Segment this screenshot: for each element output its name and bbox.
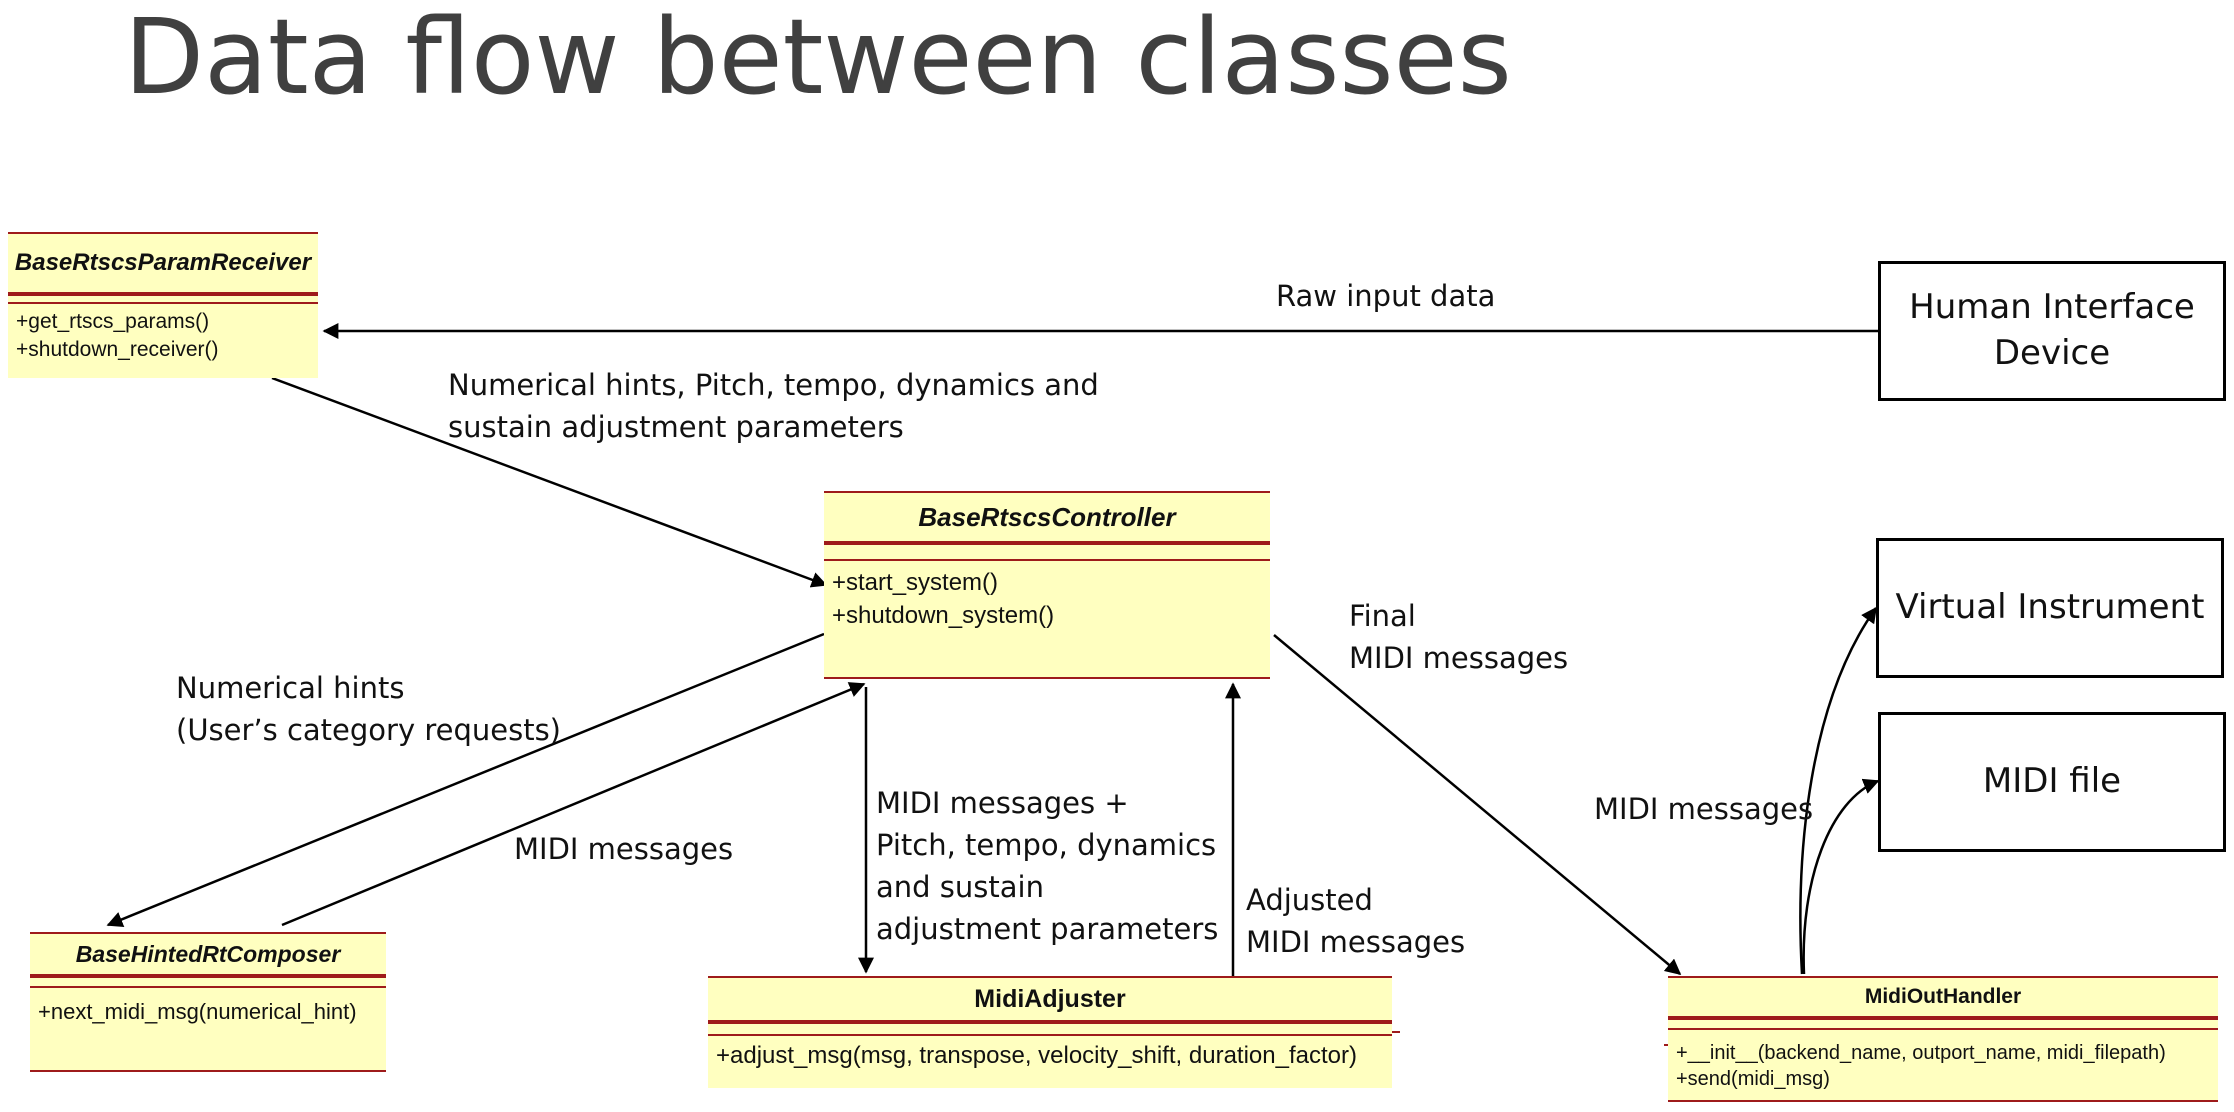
class-controller: BaseRtscsController +start_system() +shu… — [824, 491, 1270, 679]
class-name: BaseRtscsController — [824, 491, 1270, 545]
method: +start_system() — [832, 569, 999, 596]
class-composer: BaseHintedRtComposer +next_midi_msg(nume… — [30, 932, 386, 1072]
class-adjuster: MidiAdjuster +adjust_msg(msg, transpose,… — [708, 976, 1392, 1088]
virtual-instrument-box: Virtual Instrument — [1876, 538, 2224, 678]
arrow-to-midi-file — [1802, 778, 1880, 975]
arrow-hints — [106, 632, 825, 927]
hid-label-line1: Human Interface — [1909, 287, 2195, 328]
class-name: BaseHintedRtComposer — [30, 932, 386, 978]
arrow-composer-midi — [281, 682, 866, 927]
method: +shutdown_receiver() — [16, 338, 219, 361]
label-composer-midi: MIDI messages — [514, 832, 734, 866]
method: +get_rtscs_params() — [16, 310, 210, 333]
label-raw-input: Raw input data — [1276, 279, 1496, 313]
class-name: MidiAdjuster — [708, 976, 1392, 1024]
arrow-final — [1273, 634, 1682, 976]
midi-file-label: MIDI file — [1982, 761, 2122, 802]
method: +send(midi_msg) — [1676, 1068, 1830, 1090]
class-out-handler: MidiOutHandler +__init__(backend_name, o… — [1668, 976, 2218, 1102]
page-title: Data flow between classes — [124, 0, 1512, 118]
label-params: Numerical hints, Pitch, tempo, dynamics … — [448, 368, 1099, 444]
hid-label-line2: Device — [1993, 333, 2111, 373]
method: +next_midi_msg(numerical_hint) — [38, 999, 357, 1024]
virtual-instrument-label: Virtual Instrument — [1895, 587, 2205, 628]
class-name: MidiOutHandler — [1668, 976, 2218, 1020]
method: +__init__(backend_name, outport_name, mi… — [1676, 1042, 2166, 1064]
arrow-params — [271, 376, 828, 588]
label-out-midi: MIDI messages — [1594, 792, 1814, 826]
label-hints: Numerical hints(User’s category requests… — [176, 671, 562, 747]
method: +adjust_msg(msg, transpose, velocity_shi… — [716, 1042, 1357, 1069]
class-receiver: BaseRtscsParamReceiver +get_rtscs_params… — [8, 232, 318, 378]
midi-file-box: MIDI file — [1878, 712, 2226, 852]
class-name: BaseRtscsParamReceiver — [8, 232, 318, 296]
arrow-to-virtual-instrument — [1799, 606, 1878, 975]
method: +shutdown_system() — [832, 602, 1055, 629]
